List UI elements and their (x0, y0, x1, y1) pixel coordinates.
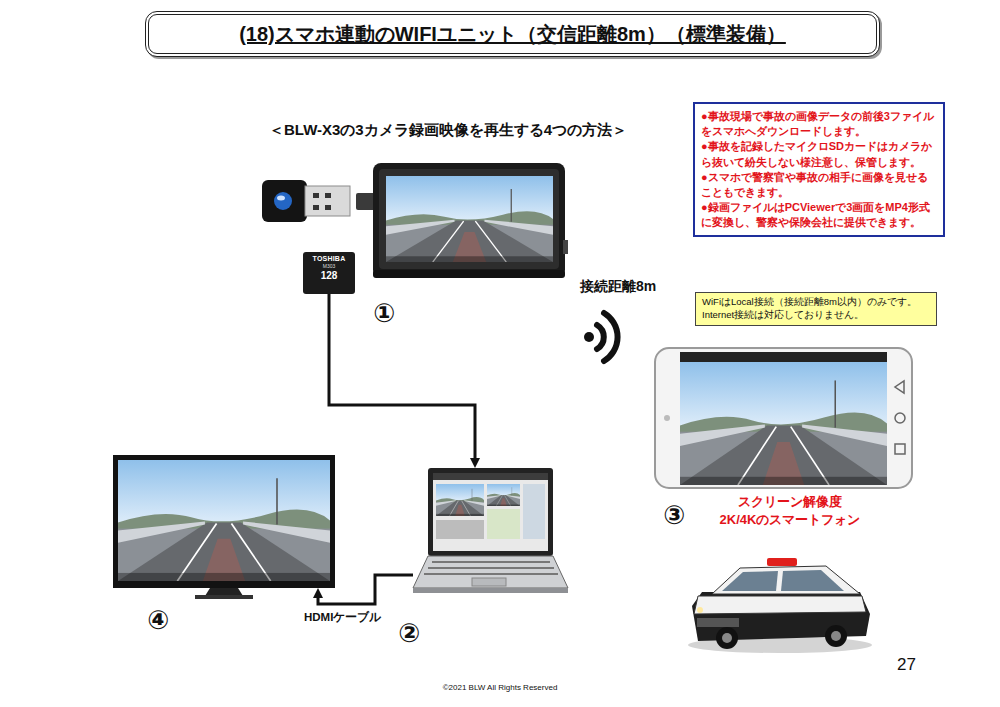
laptop-screen (433, 473, 548, 551)
car-wheel (825, 625, 847, 647)
laptop-node: ② (413, 468, 568, 593)
callout-number: ④ (147, 607, 169, 633)
phone-camera (664, 415, 670, 421)
tv-frame (113, 455, 335, 588)
camera-bezel (379, 169, 559, 269)
car-doors (694, 596, 866, 614)
viewer-video (487, 484, 520, 506)
wifi-arc (604, 313, 618, 361)
dash-camera (356, 163, 568, 278)
phone-nav (895, 444, 905, 454)
dongle-plug (305, 186, 350, 216)
title-banner: (18)スマホ連動のWIFIユニット（交信距離8m）（標準装備） (145, 11, 880, 57)
police-car (688, 558, 872, 653)
car-lightbar (767, 558, 797, 566)
car-window (722, 571, 778, 591)
phone-statusbar (680, 352, 887, 362)
car-hub (722, 633, 732, 643)
info-box: ●事故現場で事故の画像データの前後3ファイルをスマホへダウンロードします。●事故… (693, 102, 945, 237)
sd-card-text: TOSHIBA (305, 255, 353, 263)
viewer-map (487, 509, 520, 539)
car-cabin (712, 566, 860, 594)
wifi-arc (597, 325, 604, 349)
title-text: (18)スマホ連動のWIFIユニット（交信距離8m）（標準装備） (239, 21, 786, 48)
subtitle: ＜BLW-X3の3カメラ録画映像を再生する4つの方法＞ (269, 121, 627, 140)
phone-screen (680, 362, 887, 485)
dash-camera-node: ① (373, 163, 565, 278)
note-box: WiFiはLocal接続（接続距離8m以内）のみです。Internet接続は対応… (695, 292, 937, 326)
smartphone-picture (655, 348, 912, 488)
phone-nav (895, 381, 904, 393)
car-wheel (716, 627, 738, 649)
dongle-pin (313, 205, 319, 210)
info-box-text: ●事故を記録したマイクロSDカードはカメラから抜いて紛失しない様注意し、保管しま… (701, 139, 937, 169)
page-number: 27 (897, 655, 916, 675)
callout-number: ① (373, 300, 395, 326)
car-headlight (697, 607, 703, 613)
cable-line (318, 575, 413, 604)
dongle-pin (325, 205, 331, 210)
tv-node: ④ (113, 455, 335, 588)
wifi-dongle (262, 180, 350, 222)
arrow-head (313, 588, 323, 598)
sd-card-text: M303 (305, 263, 353, 270)
dongle-pin (313, 193, 319, 198)
smartphone-node: ③スクリーン解像度 2K/4Kのスマートフォン (655, 348, 912, 488)
callout-number: ③ (663, 502, 685, 528)
car-grille (697, 618, 739, 627)
laptop-edge (413, 588, 568, 593)
phone-body (655, 348, 912, 488)
sd-card: TOSHIBAM303128 (303, 252, 355, 294)
dongle-logo (277, 196, 285, 201)
tv-picture (113, 455, 335, 599)
laptop-lid (428, 468, 553, 556)
viewer-controls (436, 520, 484, 539)
wifi-dot (584, 332, 594, 342)
distance-label: 接続距離8m (580, 278, 656, 296)
tv-base (195, 595, 253, 599)
note-box-text: WiFiはLocal接続（接続距離8m以内）のみです。Internet接続は対応… (702, 296, 930, 322)
edge-label: HDMIケーブル (302, 610, 383, 625)
camera-strip (373, 270, 565, 278)
tv-screen (118, 460, 330, 581)
dongle-body (262, 180, 307, 222)
phone-caption: スクリーン解像度 2K/4Kのスマートフォン (710, 493, 870, 528)
arrow-head (470, 458, 480, 468)
dongle-pin (325, 193, 331, 198)
viewer-panel (523, 484, 545, 539)
phone-nav (895, 413, 905, 423)
info-box-text: ●録画ファイルはPCViewerで3画面をMP4形式に変換し、警察や保険会社に提… (701, 200, 937, 230)
camera-button (563, 240, 568, 254)
sd-card-text: 128 (305, 270, 353, 282)
laptop-picture (413, 468, 568, 593)
tv-stand (205, 588, 243, 596)
camera-body (373, 163, 565, 278)
wifi-signal (584, 313, 618, 361)
info-box-text: ●スマホで警察官や事故の相手に画像を見せることもできます。 (701, 170, 937, 200)
viewer-bar (433, 473, 548, 480)
laptop-keys (424, 562, 558, 574)
callout-number: ② (398, 620, 420, 646)
car-hub (831, 631, 841, 641)
dongle-logo (274, 192, 292, 210)
cable-arrow (313, 575, 413, 604)
cable-line (329, 294, 475, 460)
camera-screen (386, 176, 553, 262)
copyright: ©2021 BLW All Rights Reserved (443, 683, 558, 692)
laptop-base (413, 556, 568, 588)
car-window (781, 570, 844, 591)
cable-arrow (329, 294, 480, 468)
viewer-video (436, 484, 484, 516)
laptop-pad (472, 578, 506, 586)
info-box-text: ●事故現場で事故の画像データの前後3ファイルをスマホへダウンロードします。 (701, 109, 937, 139)
